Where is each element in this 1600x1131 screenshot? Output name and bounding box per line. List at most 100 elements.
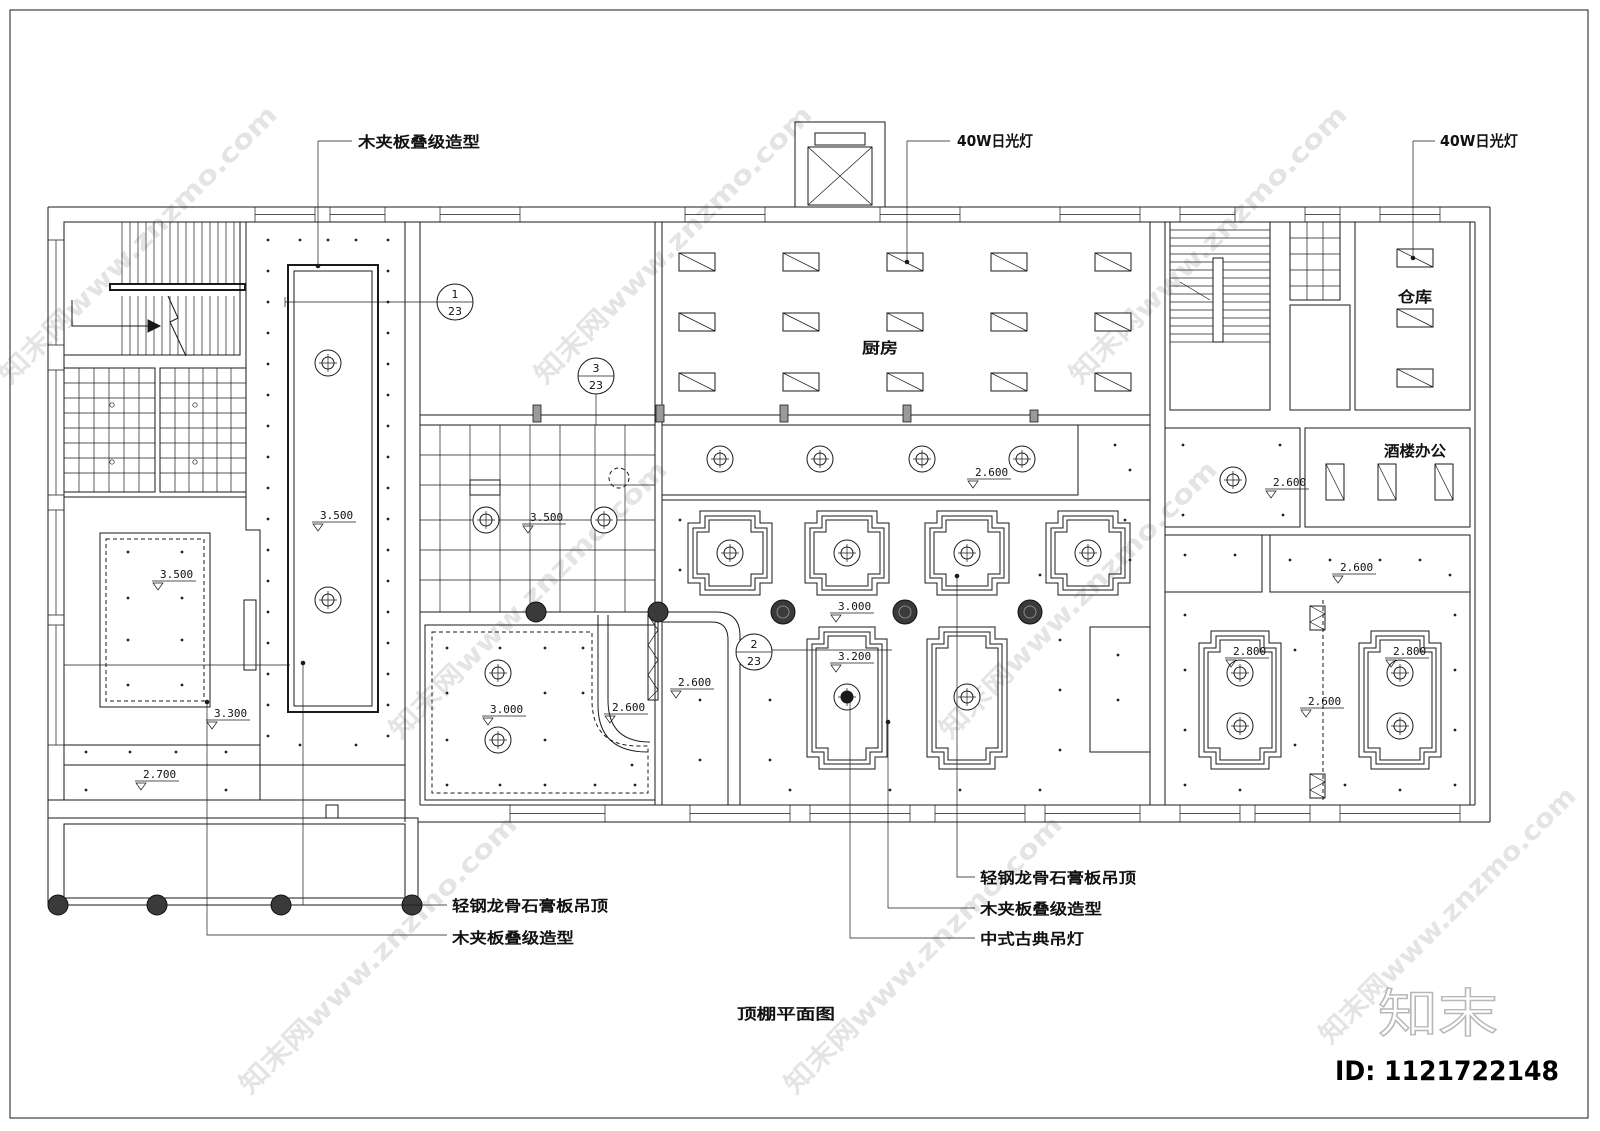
- service-room: [1289, 304, 1351, 411]
- frame-step-line: [692, 515, 768, 591]
- frame-step-line: [935, 635, 999, 761]
- structural-post: [1029, 409, 1039, 423]
- wood-stepped-frame: [924, 510, 1010, 596]
- chinese-chandelier-icon: [770, 599, 796, 625]
- recessed-spot: [1448, 573, 1452, 577]
- window-top: [1304, 207, 1341, 222]
- window-top: [1059, 207, 1141, 222]
- leader-bottom-left-2: [206, 702, 447, 936]
- leader-end-dot: [300, 660, 306, 666]
- frame-step-line: [696, 519, 764, 587]
- fluorescent-light-icon: [1325, 463, 1345, 501]
- light-tube: [1325, 463, 1345, 501]
- recessed-spot: [298, 743, 302, 747]
- leader-end-dot: [885, 719, 891, 725]
- elevation-value: 2.800: [1393, 645, 1426, 658]
- grid-ceiling-left-a: [63, 367, 156, 493]
- elevation-mark: 2.800: [1385, 645, 1429, 668]
- dining-room-right: [1164, 534, 1471, 806]
- callout-top-right: 40W日光灯: [1440, 132, 1518, 150]
- elevation-triangle-icon: [312, 523, 324, 532]
- elevation-value: 2.600: [678, 676, 711, 689]
- window-left: [48, 624, 64, 746]
- recessed-spot: [1058, 688, 1062, 692]
- ceiling-lamp-icon: [953, 539, 981, 567]
- fluorescent-light-icon: [1396, 368, 1434, 388]
- recessed-spot: [888, 788, 892, 792]
- wood-stepped-frame: [1045, 510, 1131, 596]
- window-left: [48, 369, 64, 496]
- watermark-logo: 知末: [1378, 985, 1498, 1045]
- fluorescent-light-icon: [1434, 463, 1454, 501]
- frame-step-line: [924, 510, 1010, 596]
- stair-landing-bar: [109, 283, 246, 291]
- window-bottom: [809, 805, 911, 822]
- recessed-spot: [1128, 468, 1132, 472]
- leader-end-dot: [1410, 255, 1416, 261]
- frame-step-line: [931, 631, 1003, 765]
- recessed-spot: [788, 788, 792, 792]
- elevation-triangle-icon: [482, 717, 494, 726]
- chandelier-ring: [1023, 605, 1037, 619]
- fluorescent-light-icon: [886, 372, 924, 392]
- recessed-spot: [1183, 553, 1187, 557]
- frame-step-line: [1363, 635, 1437, 765]
- recessed-spot: [1233, 553, 1237, 557]
- elevation-mark: 3.000: [830, 600, 874, 623]
- ceiling-lamp-icon: [314, 586, 342, 614]
- elevation-value: 2.800: [1233, 645, 1266, 658]
- elevation-value: 2.600: [1340, 561, 1373, 574]
- fluorescent-light-icon: [782, 372, 820, 392]
- recessed-spot: [180, 550, 184, 554]
- light-tube: [1094, 312, 1132, 332]
- light-tube: [678, 252, 716, 272]
- fluorescent-light-icon: [1094, 252, 1132, 272]
- corridor-outline: [245, 222, 405, 766]
- recessed-spot: [386, 331, 390, 335]
- frame-step-line: [804, 510, 890, 596]
- elevation-triangle-icon: [967, 480, 979, 489]
- ceiling-lamp-icon: [833, 539, 861, 567]
- storage-room: [1354, 221, 1471, 411]
- elevator-enclosure: [794, 121, 886, 208]
- window-left: [48, 509, 64, 616]
- corridor-stepped-frame-inner: [293, 270, 373, 707]
- recessed-spot: [266, 641, 270, 645]
- recessed-spot: [386, 238, 390, 242]
- wood-stepped-frame: [1198, 630, 1282, 770]
- light-tube: [678, 312, 716, 332]
- hall-corridor-band: [661, 424, 1150, 496]
- recessed-spot: [1453, 728, 1457, 732]
- light-tube: [1396, 368, 1434, 388]
- callout-bottom-left-2: 木夹板叠级造型: [451, 929, 574, 947]
- recessed-spot: [386, 579, 390, 583]
- elevation-value: 3.000: [490, 703, 523, 716]
- callout-leaders: [204, 140, 1435, 939]
- recessed-spot: [633, 783, 637, 787]
- recessed-spot: [386, 455, 390, 459]
- recessed-spot: [266, 610, 270, 614]
- elevation-value: 3.200: [838, 650, 871, 663]
- corridor-stepped-frame-outer: [287, 264, 379, 713]
- fluorescent-light-icon: [678, 312, 716, 332]
- ceiling-lamp-icon: [1074, 539, 1102, 567]
- recessed-spot: [126, 550, 130, 554]
- stair-treads: [121, 222, 1270, 355]
- recessed-spot: [581, 646, 585, 650]
- light-tube: [1377, 463, 1397, 501]
- downlight-icon: [192, 402, 198, 408]
- recessed-spot: [266, 424, 270, 428]
- column-icon: [146, 894, 168, 916]
- frame-step-line: [815, 635, 879, 761]
- drawing-id: ID: 1121722148: [1335, 1056, 1559, 1087]
- recessed-spot: [1183, 783, 1187, 787]
- recessed-spot: [1398, 788, 1402, 792]
- recessed-spot: [1058, 638, 1062, 642]
- recessed-spot: [593, 783, 597, 787]
- frame-step-line: [811, 631, 883, 765]
- leader-end-dot: [315, 263, 321, 269]
- ceiling-dots: [84, 238, 1457, 792]
- recessed-spot: [1418, 558, 1422, 562]
- recessed-spot: [1116, 698, 1120, 702]
- frame-step-line: [1045, 510, 1131, 596]
